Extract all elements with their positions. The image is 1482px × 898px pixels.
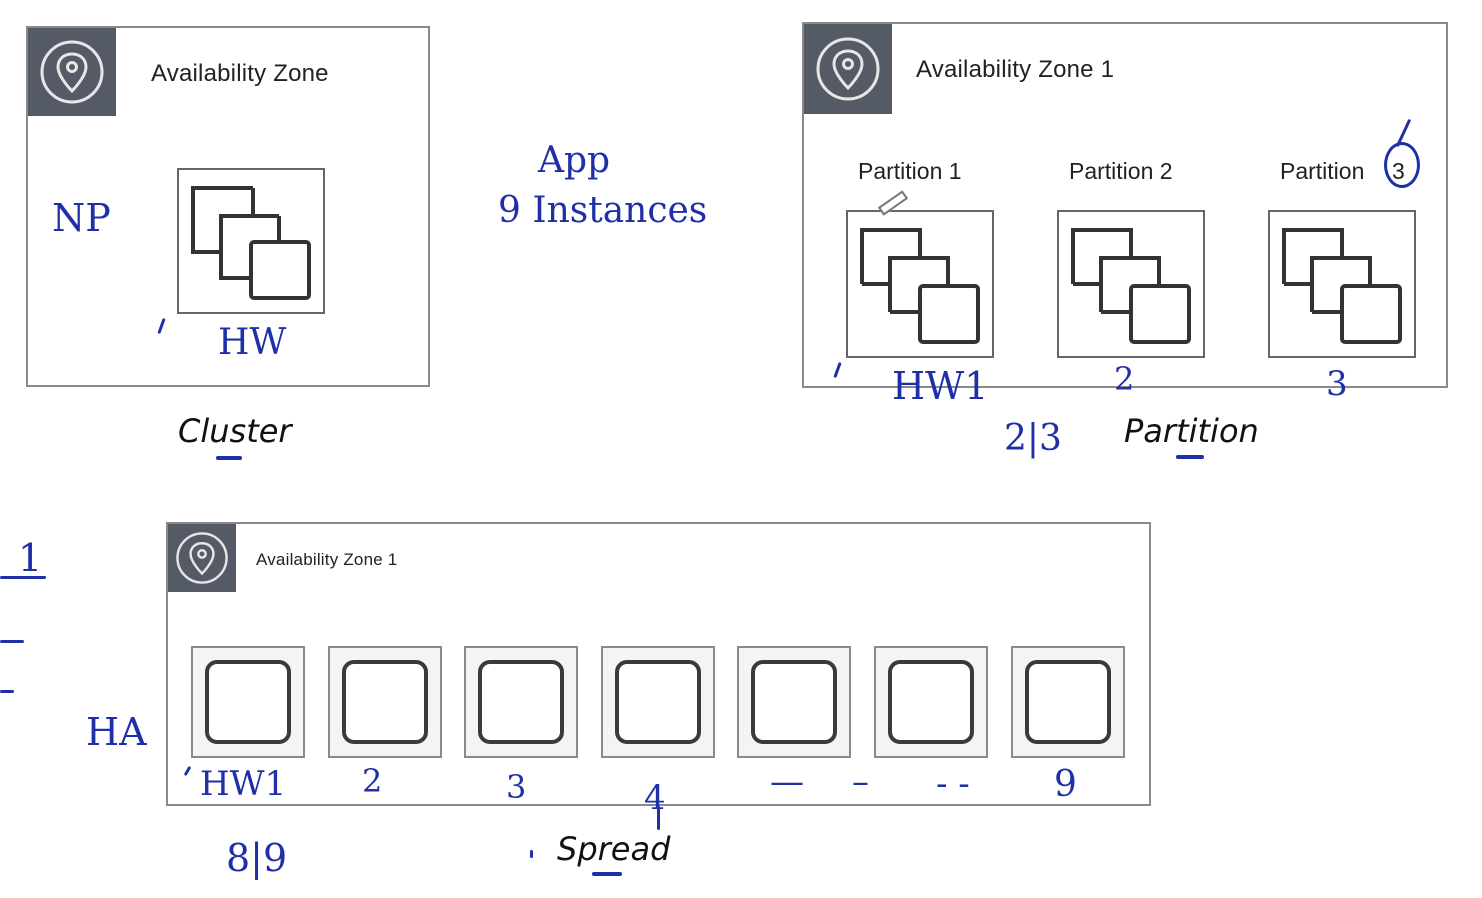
spread-caption-underline — [592, 872, 622, 876]
instance-icon — [342, 660, 428, 744]
note-left-dash-2 — [0, 690, 14, 693]
circled-number-annotation — [1384, 142, 1420, 188]
spread-az-title: Availability Zone 1 — [256, 550, 398, 569]
partition-label-2: Partition 2 — [1069, 158, 1173, 184]
note-spread-dash-3: - - — [936, 764, 970, 804]
map-pin-icon — [816, 37, 880, 101]
note-left-underline — [0, 576, 46, 579]
note-left-dash-1 — [0, 640, 24, 643]
spread-instance-5 — [737, 646, 851, 758]
instance-icon — [478, 660, 564, 744]
note-spread-dash-1: — — [770, 762, 804, 802]
instance-icon — [888, 660, 974, 744]
partition-1-frame — [846, 210, 994, 358]
partition-caption-underline — [1176, 455, 1204, 459]
partition-3-frame — [1268, 210, 1416, 358]
cluster-caption: Cluster — [178, 412, 292, 450]
partition-2-frame — [1057, 210, 1205, 358]
note-partition-2: 2 — [1114, 360, 1135, 398]
spread-az-tag — [168, 524, 236, 592]
cluster-az-tag — [28, 28, 116, 116]
instance-icon — [1025, 660, 1111, 744]
spread-dot — [530, 850, 533, 858]
note-ha: HA — [86, 710, 147, 754]
note-spread-dash-2: – — [852, 762, 869, 802]
note-left-1: 1 — [18, 536, 43, 580]
partition-label-1: Partition 1 — [858, 158, 962, 184]
note-ratio-partition: 2|3 — [1004, 418, 1062, 459]
note-hw-cluster: HW — [218, 322, 287, 363]
note-spread-3: 3 — [506, 768, 527, 806]
instance-icon — [205, 660, 291, 744]
note-partition-3: 3 — [1326, 364, 1348, 404]
partition-az-box: Availability Zone 1 Partition 1 Partitio… — [802, 22, 1448, 388]
spread-instance-2 — [328, 646, 442, 758]
note-app: App — [538, 140, 611, 181]
spread-caption: Spread — [557, 830, 671, 868]
partition-az-tag — [804, 24, 892, 114]
instance-stack-icon — [860, 228, 980, 344]
note-spread-4-stem — [657, 806, 660, 830]
cluster-az-title: Availability Zone — [151, 60, 329, 87]
instance-stack-icon — [1071, 228, 1191, 344]
instance-icon — [615, 660, 701, 744]
note-spread-hw1: HW1 — [200, 764, 287, 804]
spread-instance-7 — [1011, 646, 1125, 758]
partition-az-title: Availability Zone 1 — [916, 56, 1115, 83]
spread-az-box: Availability Zone 1 — [166, 522, 1151, 806]
note-np: NP — [52, 196, 111, 240]
spread-instance-4 — [601, 646, 715, 758]
partition-label-3: Partition — [1280, 158, 1365, 184]
note-ratio-spread: 8|9 — [226, 836, 288, 880]
cluster-az-box: Availability Zone — [26, 26, 430, 387]
cluster-caption-underline — [216, 456, 242, 460]
spread-instance-1 — [191, 646, 305, 758]
note-spread-2: 2 — [362, 762, 383, 800]
spread-instance-6 — [874, 646, 988, 758]
instance-stack-icon — [191, 186, 311, 300]
instance-stack-icon — [1282, 228, 1402, 344]
cluster-instance-frame — [177, 168, 325, 314]
partition-caption: Partition — [1124, 412, 1259, 450]
spread-instance-3 — [464, 646, 578, 758]
note-instances: 9 Instances — [498, 190, 708, 231]
note-spread-9: 9 — [1054, 764, 1077, 805]
instance-icon — [751, 660, 837, 744]
note-hw1-partition: HW1 — [892, 364, 989, 408]
note-spread-4: 4 — [644, 778, 666, 818]
map-pin-icon — [176, 532, 228, 584]
map-pin-icon — [40, 40, 104, 104]
